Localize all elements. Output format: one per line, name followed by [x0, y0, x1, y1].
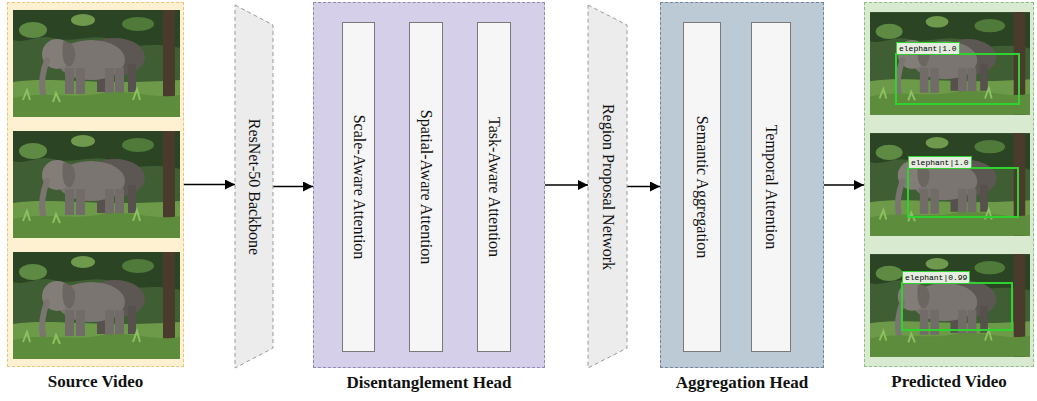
video-panel: Source Video	[7, 2, 184, 367]
panel-fill	[7, 2, 184, 367]
bounding-box	[908, 168, 1018, 217]
panel-label: Predicted Video	[845, 372, 1037, 392]
attention-box: Task-Aware Attention	[477, 22, 511, 352]
video-frame	[13, 252, 180, 359]
head-panel: Aggregation HeadSemantic AggregationTemp…	[660, 2, 824, 368]
block-label: Scale-Aware Attention	[350, 115, 368, 260]
flow-arrow	[824, 184, 864, 186]
block-label: Temporal Attention	[762, 125, 780, 250]
block-label: ResNet-50 Backbone	[245, 118, 263, 254]
panel-fill	[313, 2, 545, 368]
trapezoid-shape	[588, 5, 627, 368]
video-frame	[13, 10, 180, 117]
panel-label: Source Video	[0, 372, 203, 392]
block-label: Semantic Aggregation	[693, 116, 711, 259]
panel-label: Aggregation Head	[641, 373, 843, 393]
block-label: Spatial-Aware Attention	[417, 110, 435, 265]
aggregation-box: Semantic Aggregation	[683, 22, 721, 352]
trapezoid-shape	[235, 5, 273, 368]
detection-tag: elephant|0.99	[902, 271, 970, 284]
flow-arrow	[184, 184, 235, 186]
video-frame	[870, 254, 1030, 357]
attention-box: Temporal Attention	[751, 22, 791, 352]
detection-tag: elephant|1.0	[908, 156, 972, 169]
flow-arrow	[273, 186, 313, 188]
flow-arrow	[545, 184, 588, 186]
rpn-block: Region Proposal Network	[588, 5, 627, 368]
detection-tag: elephant|1.0	[896, 42, 960, 55]
flow-arrow	[627, 186, 660, 188]
block-label: Task-Aware Attention	[485, 117, 503, 257]
video-frame	[870, 133, 1030, 236]
backbone-block: ResNet-50 Backbone	[235, 5, 273, 368]
bounding-box	[896, 54, 1019, 104]
video-panel: Predicted Video	[864, 2, 1034, 367]
block-label: Region Proposal Network	[599, 103, 617, 269]
video-frame	[13, 131, 180, 238]
panel-fill	[660, 2, 824, 368]
attention-box: Spatial-Aware Attention	[409, 22, 443, 352]
bounding-box	[902, 283, 1012, 330]
head-panel: Disentanglement HeadScale-Aware Attentio…	[313, 2, 545, 368]
attention-box: Scale-Aware Attention	[342, 22, 375, 352]
panel-fill	[864, 2, 1034, 367]
video-frame	[870, 12, 1030, 115]
panel-label: Disentanglement Head	[294, 373, 564, 393]
